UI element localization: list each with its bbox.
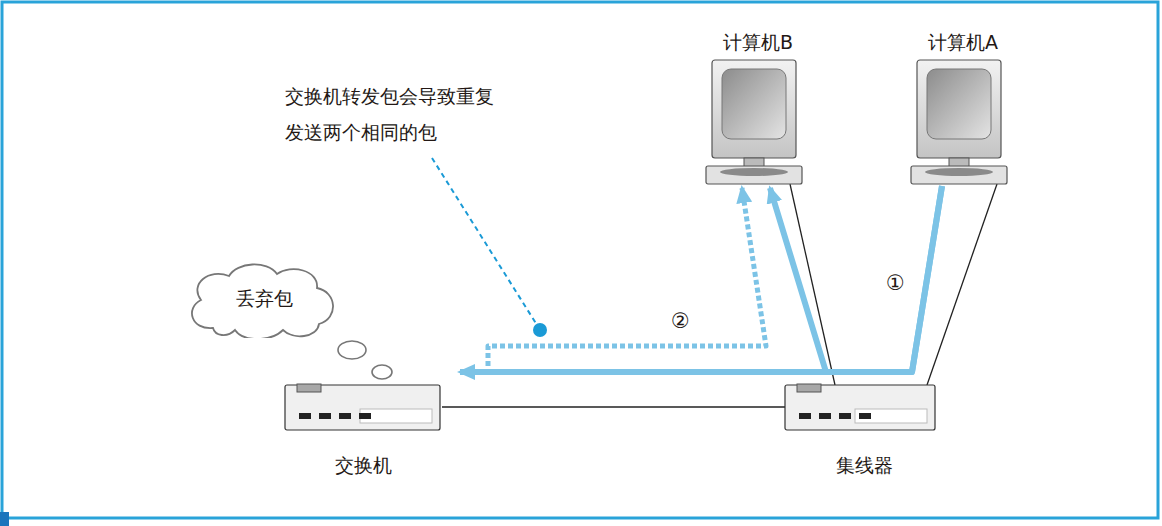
duplicate-arrow — [488, 188, 766, 366]
packet-arrow — [460, 186, 942, 372]
callout-number: ① — [886, 271, 905, 295]
node-label: 集线器 — [783, 453, 945, 477]
callout-note: 交换机转发包会导致重复 发送两个相同的包 — [285, 78, 503, 150]
leader-line — [432, 158, 537, 325]
callout-number: ② — [671, 309, 690, 333]
cable-line — [442, 406, 785, 407]
computer: 计算机B — [700, 30, 816, 186]
corner-mark — [0, 512, 9, 526]
node-label: 计算机B — [700, 30, 816, 54]
monitor-icon — [700, 58, 810, 186]
network-device — [783, 383, 939, 433]
switch-device: 交换机 — [283, 383, 460, 483]
discard-cloud: 丢弃包 — [183, 262, 345, 338]
node-label: 交换机 — [283, 453, 444, 477]
frame-border — [2, 2, 1158, 518]
node-label: 计算机A — [905, 30, 1021, 54]
thought-bubble — [372, 365, 392, 379]
hub-device: 集线器 — [783, 383, 945, 483]
computer: 计算机A — [905, 30, 1021, 186]
network-device — [283, 383, 444, 433]
monitor-icon — [905, 58, 1015, 186]
thought-bubble — [338, 341, 366, 359]
leader-dot — [533, 323, 547, 337]
node-label: 丢弃包 — [183, 286, 345, 310]
